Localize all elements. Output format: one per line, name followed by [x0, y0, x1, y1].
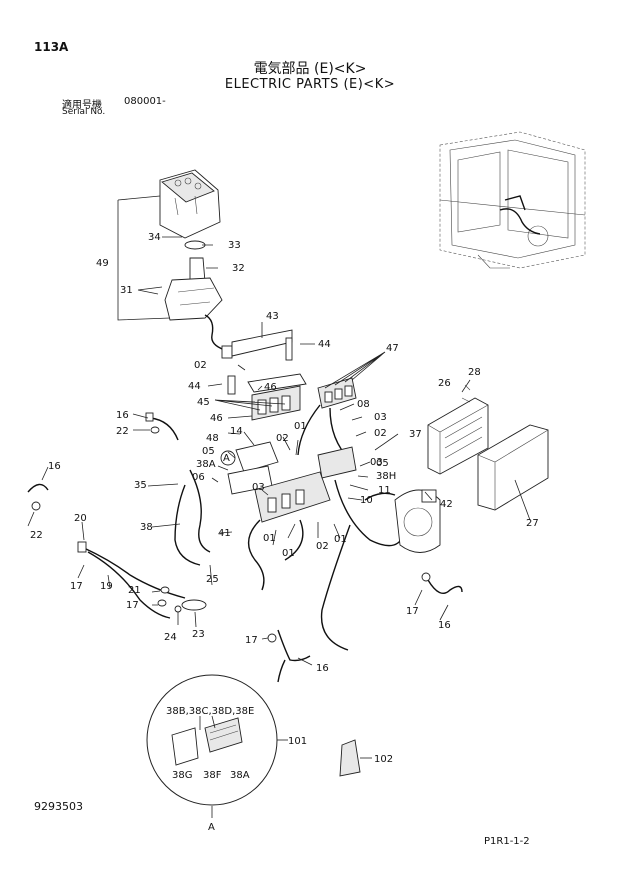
callout-05: 05: [376, 458, 389, 469]
serial-label-english: Serial No.: [62, 107, 106, 117]
callout-16: 16: [116, 410, 129, 421]
main-wire-harness: [174, 446, 406, 651]
callout-42: 42: [440, 499, 453, 510]
callout-38F: 38F: [203, 770, 222, 781]
page-code: 113A: [34, 40, 69, 54]
callout-46: 46: [264, 382, 277, 393]
callout-27: 27: [526, 518, 539, 529]
callout-16: 16: [438, 620, 451, 631]
callout-17: 17: [406, 606, 419, 617]
callout-02: 02: [374, 428, 387, 439]
callout-38A: 38A: [196, 459, 216, 470]
callout-01: 01: [294, 421, 307, 432]
callout-06: 06: [192, 472, 205, 483]
callout-10: 10: [360, 495, 373, 506]
callout-38G: 38G: [172, 770, 192, 781]
sheet-code: P1R1-1-2: [484, 836, 530, 847]
callout-22: 22: [116, 426, 129, 437]
callout-25: 25: [206, 574, 219, 585]
callout-16: 16: [316, 663, 329, 674]
callout-38: 38: [140, 522, 153, 533]
horn-assembly: [394, 489, 441, 553]
callout-17: 17: [126, 600, 139, 611]
callout-11: 11: [378, 485, 391, 496]
callout-02: 02: [194, 360, 207, 371]
callout-43: 43: [266, 311, 279, 322]
callout-44: 44: [188, 381, 201, 392]
title-english: ELECTRIC PARTS (E)<K>: [224, 77, 396, 92]
callout-41: 41: [218, 528, 231, 539]
callout-14: 14: [230, 426, 243, 437]
callout-20: 20: [74, 513, 87, 524]
callout-01: 01: [334, 534, 347, 545]
document-number: 9293503: [34, 800, 83, 813]
machine-overview-illustration: [439, 131, 586, 269]
callout-33: 33: [228, 240, 241, 251]
fuse-box-38A: [220, 441, 279, 495]
callout-32: 32: [232, 263, 245, 274]
callout-48: 48: [206, 433, 219, 444]
cover-panel-43: [231, 322, 315, 361]
callout-03: 03: [374, 412, 387, 423]
callout-19: 19: [100, 581, 113, 592]
callout-35: 35: [134, 480, 147, 491]
callout-03: 03: [370, 457, 383, 468]
callout-A-marker: A: [223, 453, 230, 464]
callout-02: 02: [276, 433, 289, 444]
detail-view-A: [146, 674, 288, 818]
controller-box-26: [427, 379, 489, 475]
callout-17: 17: [70, 581, 83, 592]
callout-45: 45: [197, 397, 210, 408]
harness-19-left: [77, 541, 207, 619]
callout-21: 21: [128, 585, 141, 596]
callout-49: 49: [96, 258, 109, 269]
callout-01: 01: [282, 548, 295, 559]
relay-block: [214, 373, 307, 421]
callout-02: 02: [316, 541, 329, 552]
harness-16-bottom: [267, 629, 311, 683]
harness-16-left: [27, 483, 49, 511]
connector-bundle-47: [297, 351, 386, 461]
view-A-label: A: [208, 822, 215, 833]
callout-01: 01: [263, 533, 276, 544]
callout-08: 08: [357, 399, 370, 410]
callout-38H: 38H: [376, 471, 396, 482]
control-stand-assembly: [117, 169, 233, 359]
callout-labels: 49 34 33 32 31 43 44 02 47 44 46 28 26 4…: [30, 232, 539, 833]
leader-lines: [27, 236, 449, 666]
serial-number-value: 080001-: [124, 96, 166, 107]
bolt-set-28: [461, 384, 471, 403]
title-japanese: 電気部品 (E)<K>: [253, 61, 367, 77]
callout-34: 34: [148, 232, 161, 243]
part-102: [339, 739, 372, 777]
callout-46: 46: [210, 413, 223, 424]
callout-26: 26: [438, 378, 451, 389]
detail-label-38B-38E: 38B,38C,38D,38E: [166, 706, 254, 717]
callout-05: 05: [202, 446, 215, 457]
callout-38A-detail: 38A: [230, 770, 250, 781]
callout-31: 31: [120, 285, 133, 296]
callout-101: 101: [288, 736, 307, 747]
serial-label-japanese: 適用号機: [62, 100, 102, 111]
harness-16-left-top: [145, 412, 179, 441]
callout-17: 17: [245, 635, 258, 646]
callout-16: 16: [48, 461, 61, 472]
callout-24: 24: [164, 632, 177, 643]
callout-28: 28: [468, 367, 481, 378]
callout-22: 22: [30, 530, 43, 541]
callout-37: 37: [409, 429, 422, 440]
callout-03: 03: [252, 482, 265, 493]
harness-16-bottom-right: [421, 572, 463, 594]
callout-47: 47: [386, 343, 399, 354]
callout-102: 102: [374, 754, 393, 765]
controller-cover-27: [477, 424, 549, 521]
callout-23: 23: [192, 629, 205, 640]
callout-44: 44: [318, 339, 331, 350]
